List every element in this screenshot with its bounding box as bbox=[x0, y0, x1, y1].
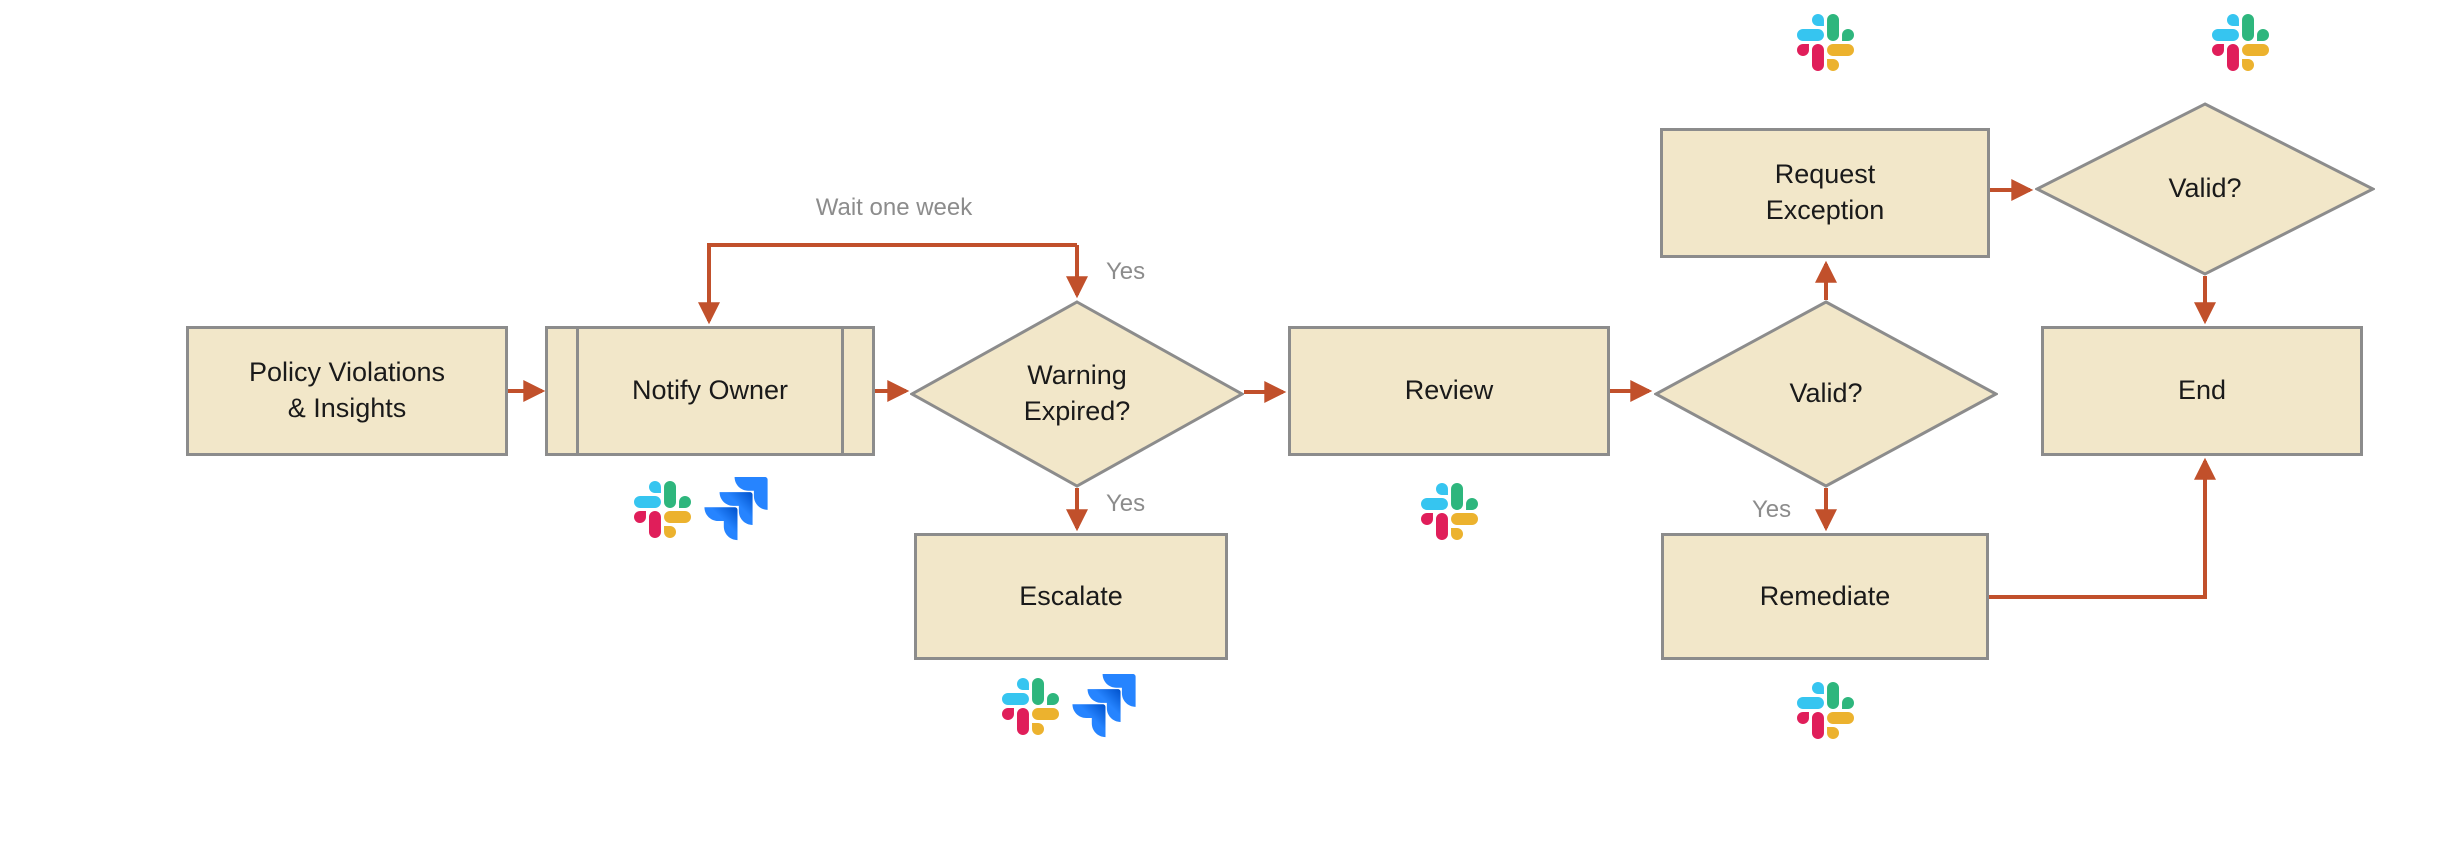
node-policy-violations: Policy Violations & Insights bbox=[186, 326, 508, 456]
edge-label-wait-one-week: Wait one week bbox=[815, 194, 973, 221]
edge-label-yes-loop: Yes bbox=[1106, 258, 1146, 285]
decision-warning-expired-label: Warning Expired? bbox=[1023, 360, 1131, 426]
decision-valid-2-label: Valid? bbox=[2168, 173, 2242, 204]
node-remediate-label: Remediate bbox=[1759, 580, 1891, 611]
diamond-shape bbox=[1654, 300, 1998, 488]
slack-icon bbox=[1797, 682, 1854, 739]
node-notify-owner: Notify Owner bbox=[545, 326, 875, 456]
slack-icon bbox=[1797, 14, 1854, 71]
node-escalate: Escalate bbox=[914, 533, 1228, 660]
edge-label-yes-remediate: Yes bbox=[1752, 496, 1792, 523]
diamond-shape bbox=[2035, 102, 2375, 276]
jira-icon bbox=[704, 477, 768, 541]
node-escalate-label: Escalate bbox=[1019, 580, 1123, 611]
node-policy-violations-label: Policy Violations & Insights bbox=[248, 357, 446, 423]
slack-icon bbox=[1421, 483, 1478, 540]
node-end: End bbox=[2041, 326, 2363, 456]
diamond-shape bbox=[910, 300, 1244, 488]
edge-warning-loop-to-notify bbox=[698, 243, 1077, 325]
edge-remediate-to-end bbox=[1989, 457, 2216, 599]
decision-valid: Valid? bbox=[1654, 300, 1998, 488]
decision-warning-expired: Warning Expired? bbox=[910, 300, 1244, 488]
edge-label-yes-escalate: Yes bbox=[1106, 490, 1146, 517]
decision-valid-label: Valid? bbox=[1789, 378, 1863, 409]
node-remediate: Remediate bbox=[1661, 533, 1989, 660]
node-end-label: End bbox=[2177, 375, 2227, 406]
node-request-exception: Request Exception bbox=[1660, 128, 1990, 258]
node-notify-owner-label: Notify Owner bbox=[631, 375, 789, 406]
slack-icon bbox=[634, 481, 691, 538]
node-request-exception-label: Request Exception bbox=[1765, 159, 1885, 225]
slack-icon bbox=[1002, 678, 1059, 735]
node-review: Review bbox=[1288, 326, 1610, 456]
slack-icon bbox=[2212, 14, 2269, 71]
node-review-label: Review bbox=[1404, 375, 1494, 406]
jira-icon bbox=[1072, 674, 1136, 738]
decision-valid-2: Valid? bbox=[2035, 102, 2375, 276]
